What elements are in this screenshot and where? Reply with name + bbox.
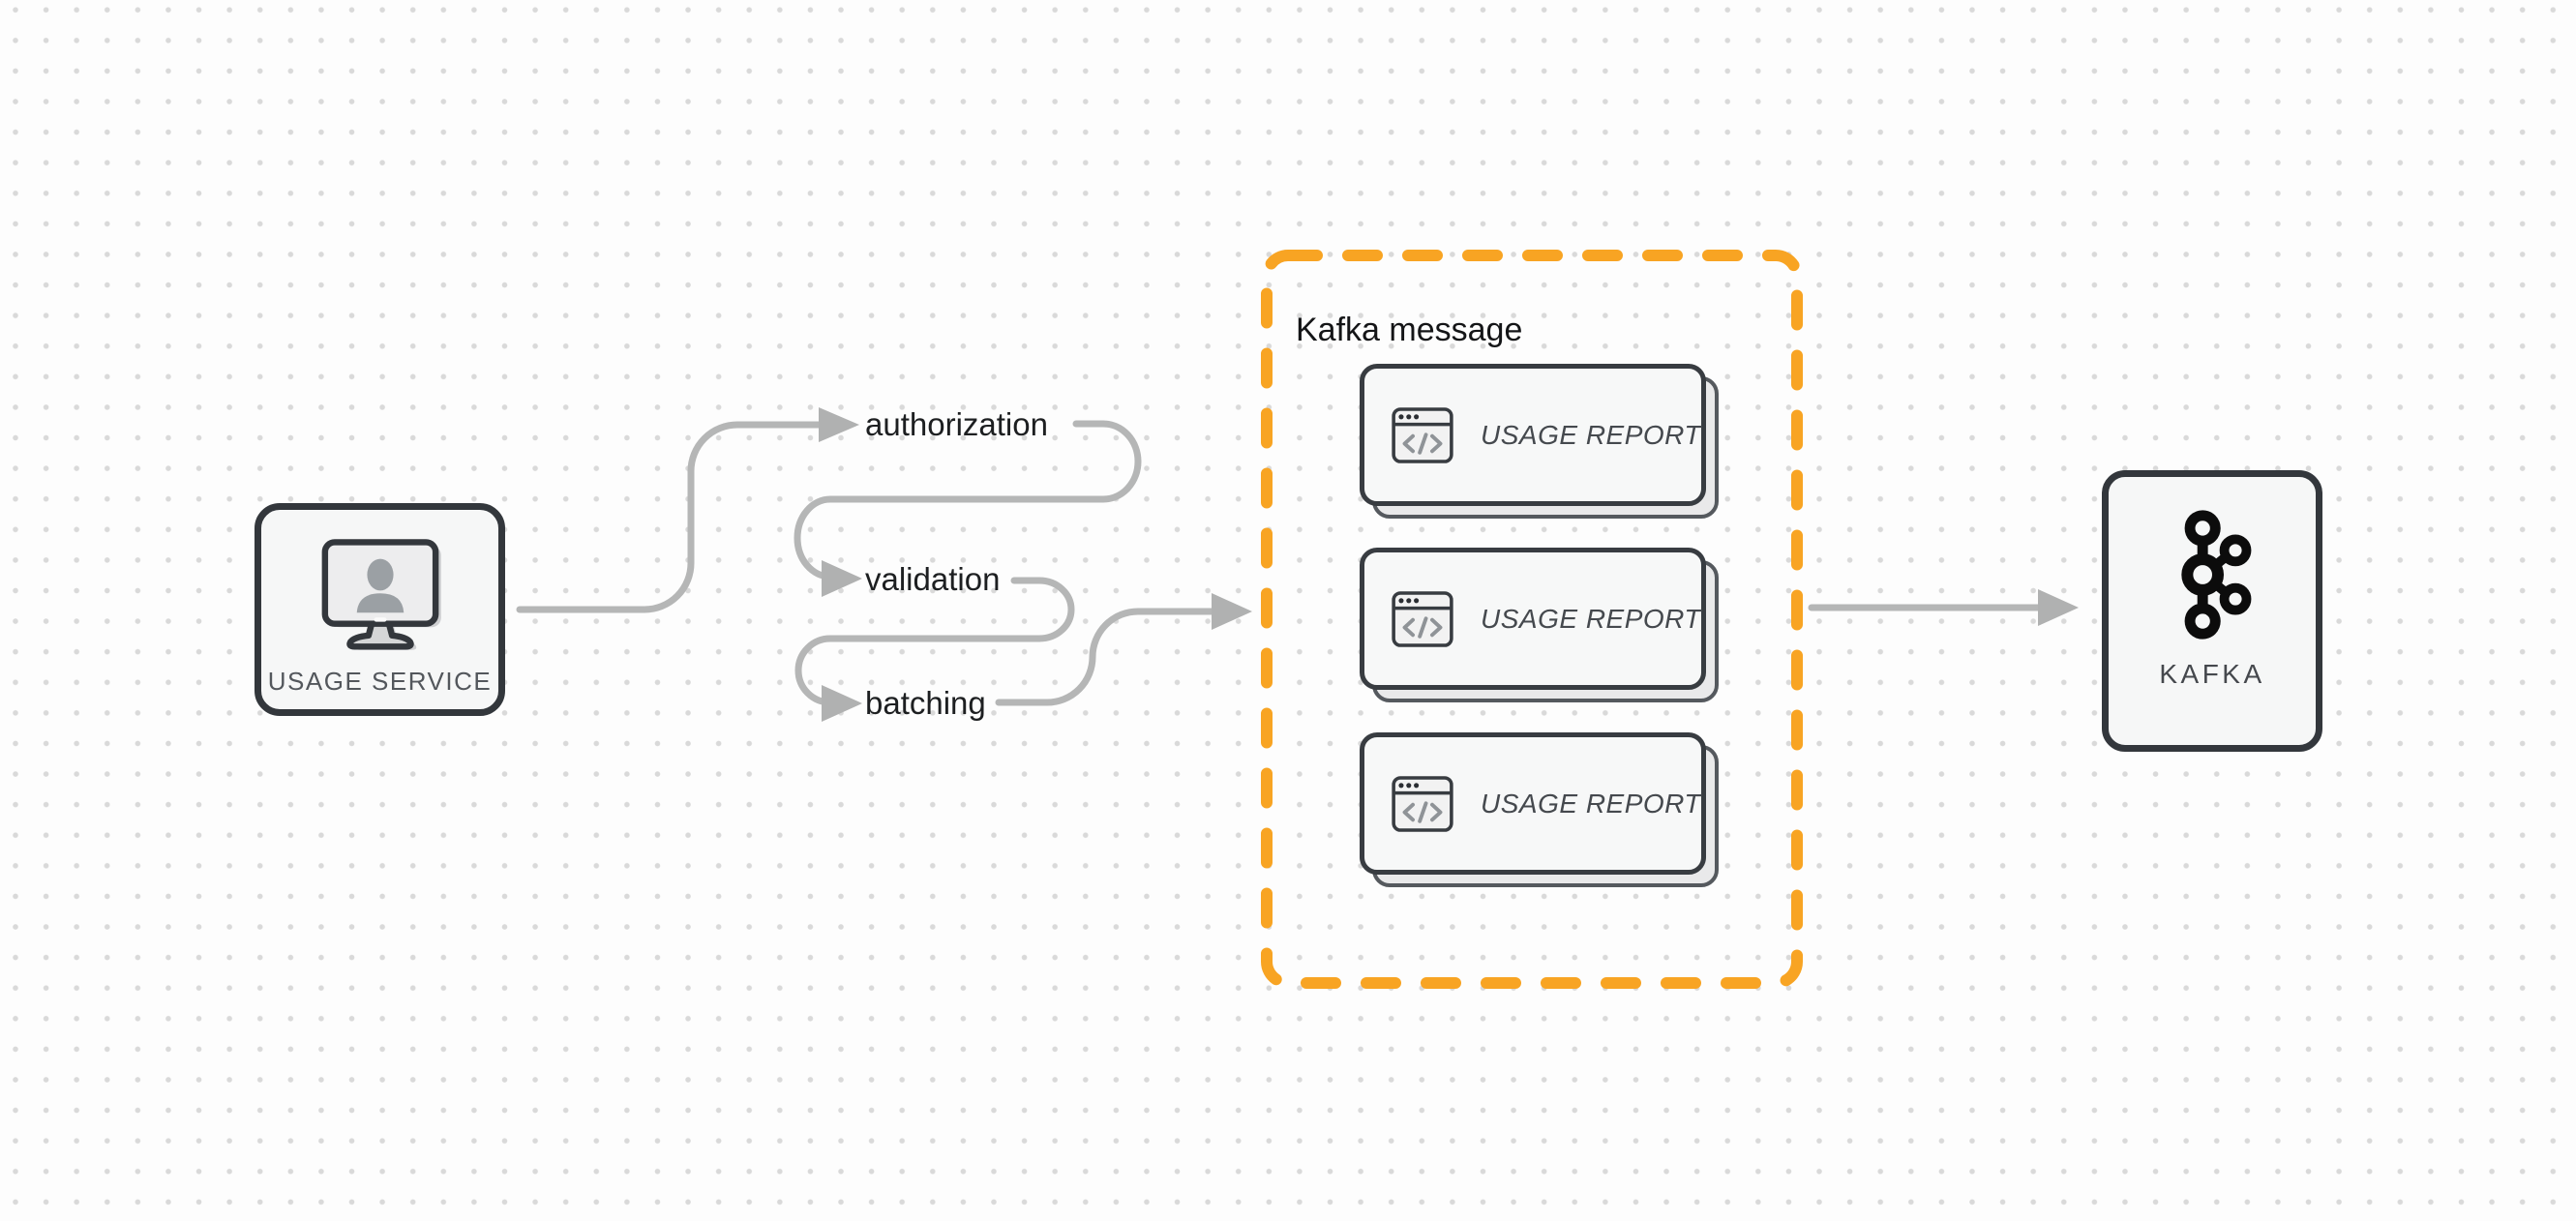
monitor-user-icon: [321, 539, 441, 650]
arrow-batching-to-group: [995, 608, 1217, 706]
usage-report-label: USAGE REPORT: [1481, 419, 1701, 450]
usage-report-label: USAGE REPORT: [1481, 603, 1701, 634]
kafka-message-group-title: Kafka message: [1296, 312, 1523, 348]
usage-report-card: USAGE REPORT: [1360, 548, 1719, 702]
kafka-logo-icon: [2181, 510, 2252, 640]
step-validation: validation: [865, 561, 1001, 597]
kafka-node: KAFKA: [2102, 470, 2322, 752]
usage-report-label: USAGE REPORT: [1481, 788, 1701, 819]
code-window-icon: [1392, 406, 1453, 463]
kafka-label: KAFKA: [2159, 659, 2265, 689]
arrow-authorization-to-validation: [794, 420, 1142, 581]
step-batching: batching: [865, 685, 986, 721]
usage-service-node: USAGE SERVICE: [255, 503, 505, 716]
arrow-usage-to-authorization: [516, 421, 824, 613]
code-window-icon: [1392, 590, 1453, 647]
usage-service-label: USAGE SERVICE: [267, 667, 493, 696]
code-window-icon: [1392, 775, 1453, 832]
step-authorization: authorization: [865, 406, 1048, 442]
usage-report-card: USAGE REPORT: [1360, 732, 1719, 887]
usage-report-card: USAGE REPORT: [1360, 364, 1719, 519]
